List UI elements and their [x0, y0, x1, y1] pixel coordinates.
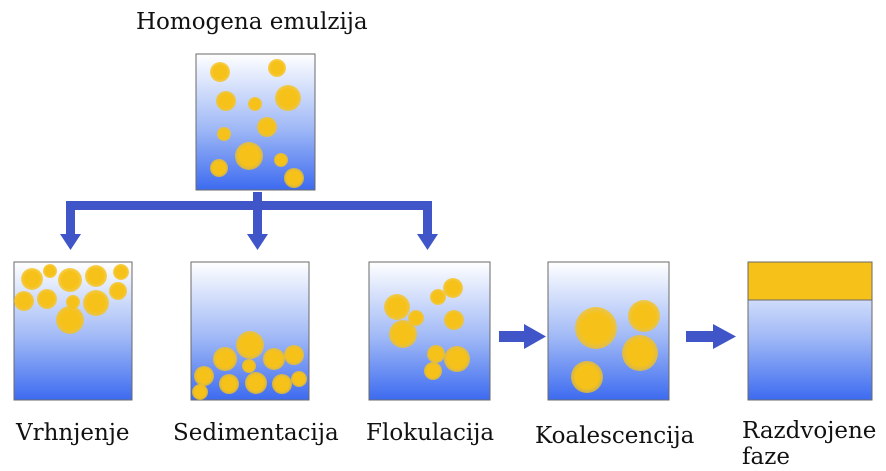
box-koalescencija	[547, 261, 670, 401]
label-flokulacija: Flokulacija	[366, 420, 495, 446]
label-vrhnjenje: Vrhnjenje	[16, 420, 130, 446]
box-vrhnjenje	[13, 261, 133, 401]
arrow-head-vrhnjenje	[60, 234, 81, 250]
arrow-head-sedimentacija	[247, 234, 268, 250]
connector-drop-right	[423, 201, 432, 237]
label-razdvojene-faze: Razdvojene faze	[742, 418, 877, 471]
connector-drop-mid	[253, 201, 262, 237]
box-homogena	[195, 53, 316, 191]
connector-drop-left	[66, 201, 75, 237]
box-flokulacija	[368, 261, 491, 401]
title-homogena-emulzija: Homogena emulzija	[136, 9, 368, 35]
separated-oil-layer	[747, 261, 873, 301]
arrow-head-flokulacija	[417, 234, 438, 250]
box-sedimentacija	[190, 261, 310, 401]
connector-stem	[253, 192, 262, 206]
box-razdvojene	[747, 261, 873, 401]
arrow-to-razdvojene	[686, 324, 736, 349]
connector-bar	[66, 201, 432, 210]
label-koalescencija: Koalescencija	[535, 423, 695, 449]
split-connector	[60, 192, 438, 250]
arrow-to-koalescencija	[499, 324, 546, 349]
label-sedimentacija: Sedimentacija	[173, 420, 339, 446]
